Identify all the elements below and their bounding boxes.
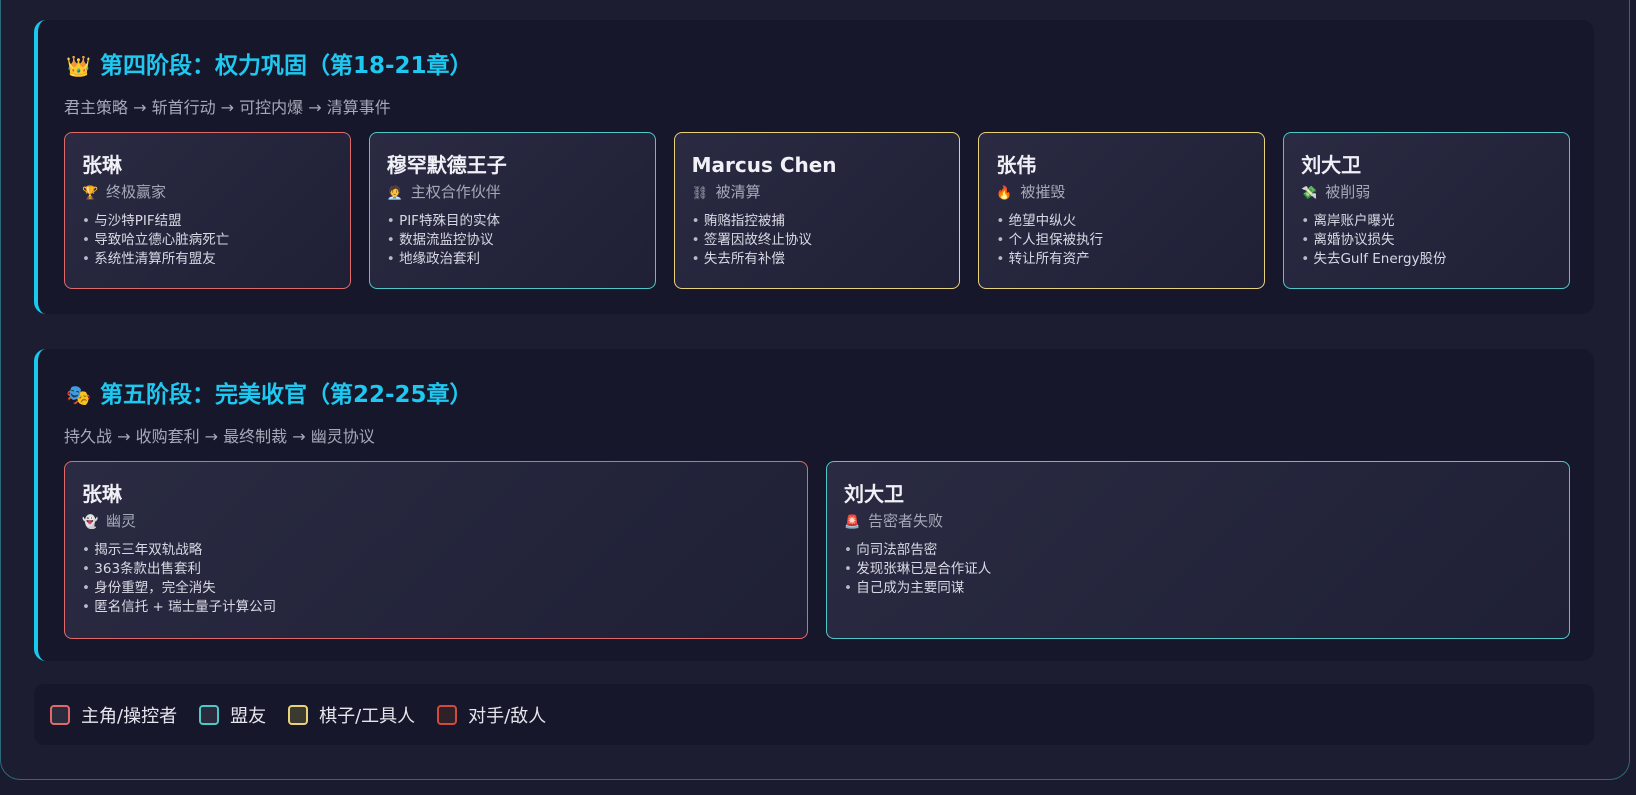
theater-masks-icon: 🎭 <box>66 383 91 407</box>
character-name: 张琳 <box>82 153 122 177</box>
character-events: PIF特殊目的实体 数据流监控协议 地缘政治套利 <box>387 212 638 269</box>
character-name: Marcus Chen <box>691 153 837 177</box>
legend-item-pawn: 棋子/工具人 <box>288 702 415 728</box>
character-name: 刘大卫 <box>1301 153 1362 177</box>
character-role: 🧑‍💼 主权合作伙伴 <box>387 182 638 204</box>
list-item: 系统性清算所有盟友 <box>82 250 333 269</box>
role-text: 幽灵 <box>106 512 137 530</box>
character-card[interactable]: 张琳 🏆 终极赢家 与沙特PIF结盟 导致哈立德心脏病死亡 系统性清算所有盟友 <box>64 132 351 289</box>
list-item: 363条款出售套利 <box>82 560 790 579</box>
character-name: 张琳 <box>82 482 122 506</box>
legend-swatch <box>437 704 458 725</box>
role-text: 被摧毁 <box>1020 183 1066 201</box>
crown-icon: 👑 <box>66 54 91 78</box>
character-events: 绝望中纵火 个人担保被执行 转让所有资产 <box>996 212 1247 269</box>
character-events: 揭示三年双轨战略 363条款出售套利 身份重塑，完全消失 匿名信托 + 瑞士量子… <box>82 541 790 617</box>
character-role: 👻 幽灵 <box>82 511 790 533</box>
phase-title: 🎭 第五阶段：完美收官（第22-25章） <box>66 375 473 409</box>
list-item: 绝望中纵火 <box>996 212 1247 231</box>
character-role: 🚨 告密者失败 <box>844 511 1552 533</box>
list-item: 向司法部告密 <box>844 541 1552 560</box>
phase-section-5: 🎭 第五阶段：完美收官（第22-25章） 持久战 → 收购套利 → 最终制裁 → … <box>34 349 1594 661</box>
list-item: 签署因故终止协议 <box>692 231 943 250</box>
phase-title: 👑 第四阶段：权力巩固（第18-21章） <box>66 46 473 80</box>
character-card[interactable]: 张伟 🔥 被摧毁 绝望中纵火 个人担保被执行 转让所有资产 <box>978 132 1266 289</box>
legend-swatch <box>50 704 70 725</box>
list-item: 失去所有补偿 <box>692 250 943 269</box>
list-item: 导致哈立德心脏病死亡 <box>82 231 333 250</box>
character-events: 离岸账户曝光 离婚协议损失 失去Gulf Energy股份 <box>1301 212 1552 269</box>
phase-subtitle: 君主策略 → 斩首行动 → 可控内爆 → 清算事件 <box>64 98 391 117</box>
character-events: 向司法部告密 发现张琳已是合作证人 自己成为主要同谋 <box>844 541 1552 598</box>
role-text: 主权合作伙伴 <box>410 183 501 201</box>
character-role: 🔥 被摧毁 <box>996 182 1247 204</box>
legend: 主角/操控者 盟友 棋子/工具人 对手/敌人 <box>34 684 1594 745</box>
character-name: 张伟 <box>996 153 1037 177</box>
legend-swatch <box>288 704 309 725</box>
character-role: ⛓ 被清算 <box>692 182 943 204</box>
trophy-icon: 🏆 <box>82 186 99 201</box>
list-item: 个人担保被执行 <box>996 231 1247 250</box>
legend-label: 棋子/工具人 <box>319 705 416 727</box>
phase-title-text: 第五阶段：完美收官（第22-25章） <box>100 382 473 408</box>
character-card[interactable]: 穆罕默德王子 🧑‍💼 主权合作伙伴 PIF特殊目的实体 数据流监控协议 地缘政治套… <box>368 132 656 289</box>
list-item: 揭示三年双轨战略 <box>82 541 790 560</box>
list-item: 贿赂指控被捕 <box>692 212 943 231</box>
character-card[interactable]: 刘大卫 🚨 告密者失败 向司法部告密 发现张琳已是合作证人 自己成为主要同谋 <box>826 461 1570 639</box>
list-item: 数据流监控协议 <box>387 231 638 250</box>
list-item: 离婚协议损失 <box>1301 231 1552 250</box>
list-item: 自己成为主要同谋 <box>844 579 1552 598</box>
character-cards: 张琳 🏆 终极赢家 与沙特PIF结盟 导致哈立德心脏病死亡 系统性清算所有盟友 穆… <box>64 132 1570 289</box>
legend-item-ally: 盟友 <box>199 702 266 728</box>
character-name: 刘大卫 <box>844 482 904 506</box>
phase-title-text: 第四阶段：权力巩固（第18-21章） <box>100 53 473 79</box>
character-events: 贿赂指控被捕 签署因故终止协议 失去所有补偿 <box>692 212 943 269</box>
legend-swatch <box>199 704 220 725</box>
role-text: 被清算 <box>715 183 761 201</box>
list-item: 发现张琳已是合作证人 <box>844 560 1552 579</box>
businessperson-icon: 🧑‍💼 <box>386 186 403 201</box>
legend-item-enemy: 对手/敌人 <box>437 702 546 728</box>
legend-item-protagonist: 主角/操控者 <box>50 702 177 728</box>
ghost-icon: 👻 <box>82 515 99 530</box>
character-cards: 张琳 👻 幽灵 揭示三年双轨战略 363条款出售套利 身份重塑，完全消失 匿名信托… <box>64 461 1570 639</box>
list-item: 身份重塑，完全消失 <box>82 579 790 598</box>
list-item: 转让所有资产 <box>996 250 1247 269</box>
phase-section-4: 👑 第四阶段：权力巩固（第18-21章） 君主策略 → 斩首行动 → 可控内爆 →… <box>34 20 1594 314</box>
character-role: 💸 被削弱 <box>1301 182 1552 204</box>
character-events: 与沙特PIF结盟 导致哈立德心脏病死亡 系统性清算所有盟友 <box>82 212 333 269</box>
role-text: 终极赢家 <box>106 183 167 201</box>
character-card[interactable]: Marcus Chen ⛓ 被清算 贿赂指控被捕 签署因故终止协议 失去所有补偿 <box>673 132 961 289</box>
list-item: 地缘政治套利 <box>387 250 638 269</box>
siren-icon: 🚨 <box>844 515 861 530</box>
list-item: 与沙特PIF结盟 <box>82 212 333 231</box>
list-item: 匿名信托 + 瑞士量子计算公司 <box>82 598 790 617</box>
role-text: 被削弱 <box>1325 183 1371 201</box>
phase-subtitle: 持久战 → 收购套利 → 最终制裁 → 幽灵协议 <box>64 427 375 446</box>
list-item: PIF特殊目的实体 <box>387 212 638 231</box>
role-text: 告密者失败 <box>868 512 944 530</box>
character-name: 穆罕默德王子 <box>386 153 507 177</box>
fire-icon: 🔥 <box>996 186 1013 201</box>
legend-label: 主角/操控者 <box>81 705 178 727</box>
money-wings-icon: 💸 <box>1301 186 1318 201</box>
list-item: 失去Gulf Energy股份 <box>1301 250 1552 269</box>
list-item: 离岸账户曝光 <box>1301 212 1552 231</box>
legend-label: 盟友 <box>230 705 267 727</box>
character-card[interactable]: 张琳 👻 幽灵 揭示三年双轨战略 363条款出售套利 身份重塑，完全消失 匿名信托… <box>64 461 808 639</box>
character-role: 🏆 终极赢家 <box>82 182 333 204</box>
legend-label: 对手/敌人 <box>468 705 547 727</box>
chain-icon: ⛓ <box>691 186 709 201</box>
character-card[interactable]: 刘大卫 💸 被削弱 离岸账户曝光 离婚协议损失 失去Gulf Energy股份 <box>1283 132 1570 289</box>
